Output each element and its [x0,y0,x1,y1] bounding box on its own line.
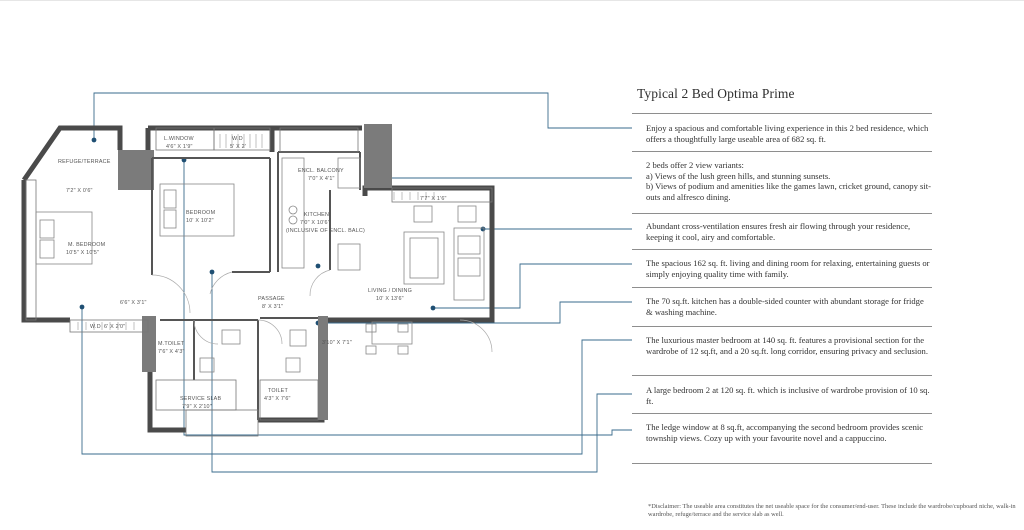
leader-line-6 [81,307,632,455]
page-title: Typical 2 Bed Optima Prime [637,86,795,101]
column [142,316,156,372]
feature-living-dining: The spacious 162 sq. ft. living and dini… [646,258,930,279]
label-passage: PASSAGE [258,296,285,302]
furniture [35,157,485,373]
divider [632,287,932,288]
label-window: L.WINDOW [164,136,194,142]
divider [632,249,932,250]
divider [632,375,932,376]
master-bed [35,211,93,265]
leader-line-4 [433,263,632,309]
leader-lines [81,92,632,473]
label-balcony-dim: 7'0" X 4'1" [308,176,335,182]
floor-plan: REFUGE/TERRACE L.WINDOW 4'6" X 1'9" W.D … [21,92,632,473]
leader-line-8 [183,160,632,436]
living-rug [403,231,445,285]
feature-master-bedroom: The luxurious master bedroom at 140 sq. … [646,335,928,356]
feature-bedroom-2: A large bedroom 2 at 120 sq. ft. which i… [646,385,930,406]
label-toilet-dim: 4'3" X 7'6" [264,396,291,402]
leader-dot [79,304,85,310]
label-mtoilet: M.TOILET [158,341,185,347]
label-window-dim: 4'6" X 1'9" [166,144,193,150]
label-bedroom: BEDROOM [186,210,216,216]
leader-dot [430,305,436,311]
leader-dot [91,137,97,143]
label-master: M. BEDROOM [68,242,106,248]
window-frames [25,127,493,437]
label-corridor-dim: 7'2" X 0'6" [66,188,93,194]
label-slab-dim: 7'9" X 2'10" [182,404,212,410]
label-bedroom-dim: 10' X 10'2" [186,218,214,224]
leader-dot [480,226,486,232]
bedroom-bed [159,183,235,237]
feature-cross-ventilation: Abundant cross-ventilation ensures fresh… [646,221,911,242]
feature-view-variants: 2 beds offer 2 view variants: a) Views o… [646,160,931,202]
label-balcony-top-dim: 7'7" X 1'6" [420,196,447,202]
divider [632,463,932,464]
label-balcony: ENCL. BALCONY [298,168,344,174]
label-kitchen-dim: 7'0" X 10'6" [300,220,330,226]
kitchen-counter-1 [281,157,305,269]
label-kitchen: KITCHEN [304,212,329,218]
divider [632,213,932,214]
leader-line-2 [372,135,632,179]
divider [632,413,932,414]
door-swings [151,269,493,353]
column [364,124,392,188]
label-wd2: W.D [90,324,101,330]
column [318,316,328,420]
leader-dot [315,263,321,269]
divider [632,326,932,327]
label-master-dim: 10'5" X 10'5" [66,250,99,256]
leader-line-7 [211,272,632,473]
leader-line-5 [318,301,632,324]
label-toilet: TOILET [268,388,288,394]
label-wd2-dim: 6' X 2'0" [104,324,125,330]
label-wd: W.D [232,136,243,142]
label-kitchen-note: (INCLUSIVE OF ENCL. BALC) [286,228,365,234]
leader-dot [209,269,215,275]
label-lobby-dim: 6'6" X 3'1" [120,300,147,306]
column [118,150,154,190]
room-labels: REFUGE/TERRACE L.WINDOW 4'6" X 1'9" W.D … [58,136,447,410]
feature-ledge-window: The ledge window at 8 sq.ft, accompanyin… [646,422,924,443]
label-living: LIVING / DINING [368,288,412,294]
dining-table [371,321,413,345]
feature-usable-area: Enjoy a spacious and comfortable living … [646,123,929,144]
label-slab: SERVICE SLAB [180,396,221,402]
sofa [453,227,485,301]
label-passage-dim: 8' X 3'1" [262,304,283,310]
leader-line-1 [93,92,632,140]
wardrobe-hatch [77,134,435,330]
disclaimer: *Disclaimer: The useable area constitute… [648,503,1016,518]
divider [632,113,932,114]
label-mtoilet-dim: 7'6" X 4'3" [158,349,185,355]
feature-kitchen: The 70 sq.ft. kitchen has a double-sided… [646,296,924,317]
wall-refuge [21,125,123,182]
label-wd-dim: 5' X 2' [230,144,246,150]
label-foyer-dim: 3'10" X 7'1" [322,340,352,346]
columns [118,124,392,420]
label-living-dim: 10' X 13'6" [376,296,404,302]
label-refuge: REFUGE/TERRACE [58,159,111,165]
divider [632,151,932,152]
wall-west [21,180,70,323]
